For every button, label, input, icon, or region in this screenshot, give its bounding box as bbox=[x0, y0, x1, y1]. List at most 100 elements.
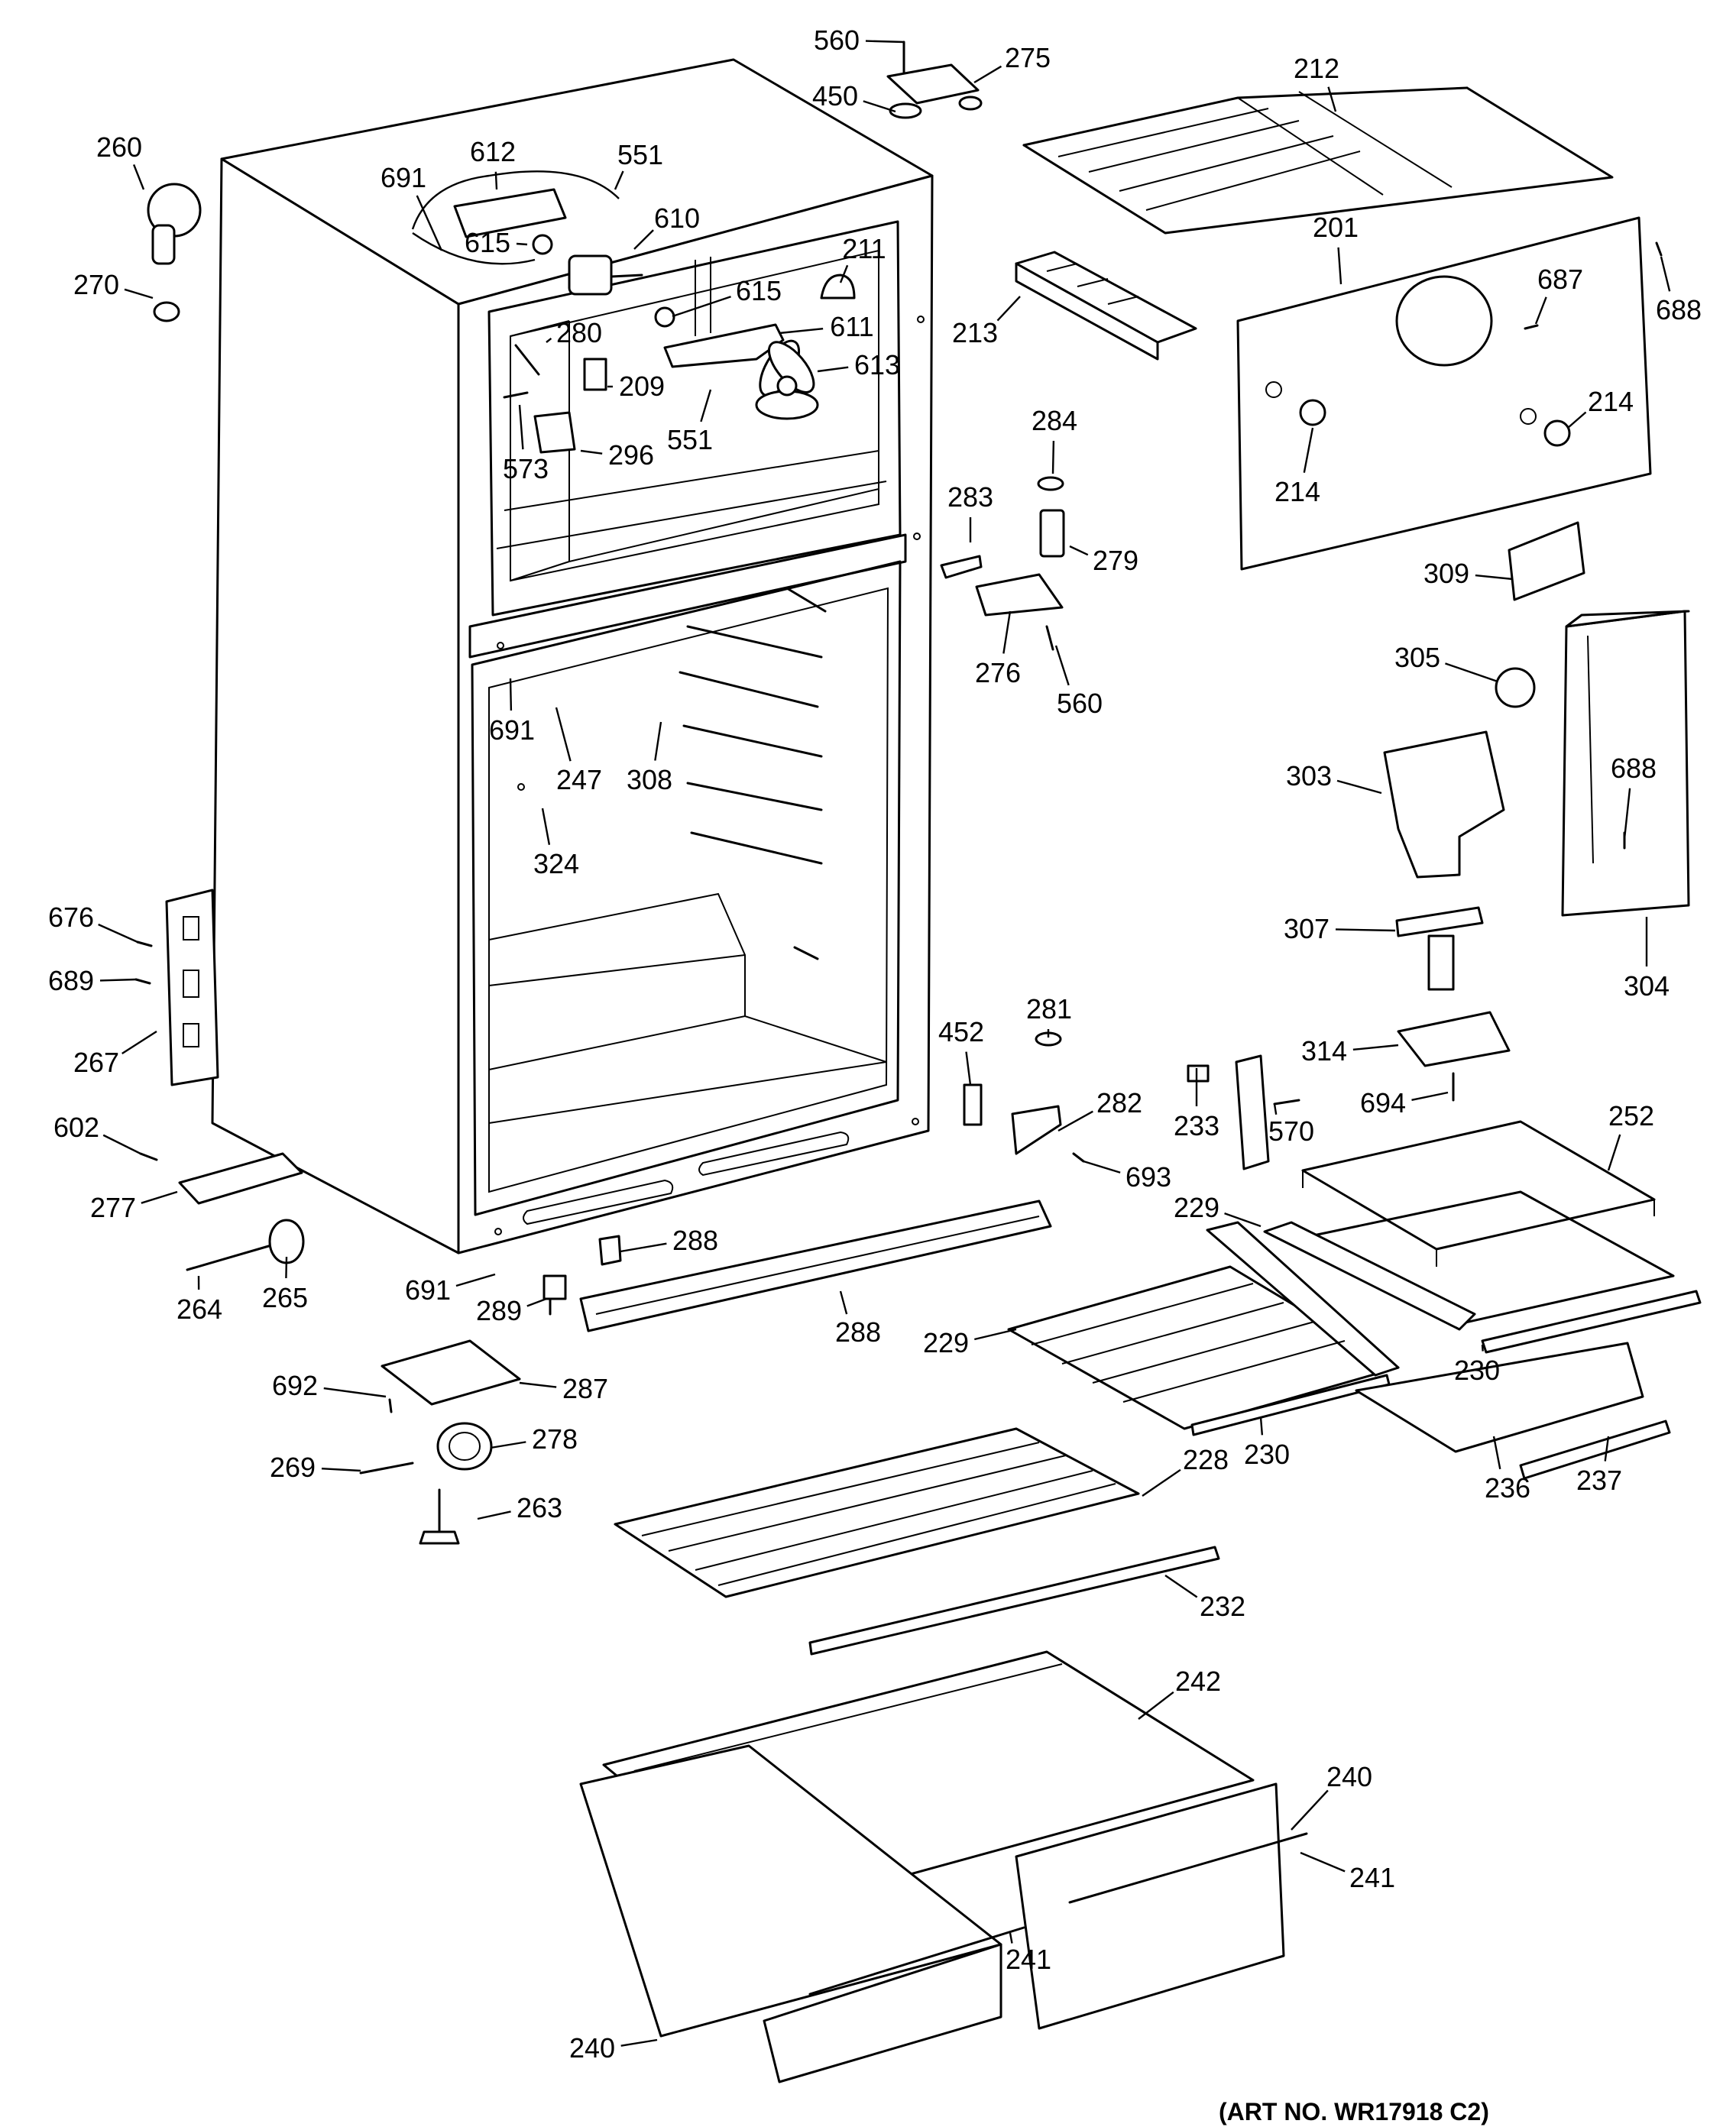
part-number-label: 236 bbox=[1485, 1472, 1530, 1504]
leader-line bbox=[102, 1134, 141, 1155]
part-number-label: 560 bbox=[814, 24, 860, 56]
leader-line bbox=[546, 338, 552, 343]
leader-line bbox=[1224, 1212, 1262, 1228]
leader-line bbox=[865, 40, 905, 44]
part-number-label: 229 bbox=[923, 1327, 969, 1358]
leader-line bbox=[1291, 1789, 1329, 1831]
part-number-label: 450 bbox=[812, 80, 858, 112]
leader-line bbox=[1002, 610, 1012, 654]
leader-line bbox=[99, 978, 137, 982]
part-number-label: 260 bbox=[96, 131, 142, 163]
crisper-cover-support bbox=[1383, 730, 1505, 879]
leader-line bbox=[580, 449, 603, 455]
leader-line bbox=[633, 229, 654, 250]
leader-line bbox=[1335, 928, 1396, 932]
part-number-label: 213 bbox=[952, 317, 998, 348]
leader-line bbox=[1164, 1575, 1198, 1598]
leader-line bbox=[700, 389, 712, 422]
freezer-back-panel bbox=[1236, 216, 1663, 571]
part-number-label: 283 bbox=[947, 481, 993, 513]
leader-line bbox=[1300, 1851, 1346, 1873]
part-number-label: 296 bbox=[608, 439, 654, 471]
part-number-label: 277 bbox=[90, 1192, 136, 1223]
leader-line bbox=[672, 296, 731, 318]
part-number-label: 280 bbox=[556, 317, 602, 348]
leader-line bbox=[1051, 440, 1055, 474]
part-number-label: 314 bbox=[1301, 1035, 1347, 1067]
leader-line bbox=[1567, 411, 1587, 429]
leader-line bbox=[1057, 1110, 1093, 1132]
leader-line bbox=[285, 1256, 288, 1279]
part-number-label: 275 bbox=[1005, 42, 1051, 73]
part-number-label: 688 bbox=[1656, 294, 1702, 325]
leader-line bbox=[1273, 1103, 1278, 1115]
part-number-label: 242 bbox=[1175, 1666, 1221, 1697]
leader-line bbox=[1142, 1468, 1181, 1497]
part-number-label: 691 bbox=[381, 162, 426, 193]
part-number-label: 241 bbox=[1349, 1862, 1395, 1893]
part-number-label: 232 bbox=[1200, 1591, 1245, 1622]
part-number-label: 687 bbox=[1537, 264, 1583, 295]
leader-line bbox=[490, 1441, 526, 1449]
part-number-label: 228 bbox=[1183, 1444, 1229, 1475]
leader-line bbox=[1623, 788, 1631, 840]
leader-line bbox=[519, 1381, 557, 1388]
part-number-label: 309 bbox=[1423, 558, 1469, 589]
leader-line bbox=[974, 1328, 1017, 1341]
part-number-label: 305 bbox=[1394, 642, 1440, 673]
leader-line bbox=[620, 2038, 658, 2047]
part-number-label: 276 bbox=[975, 657, 1021, 688]
part-number-label: 241 bbox=[1006, 1944, 1051, 1975]
label-plate bbox=[1508, 521, 1585, 601]
part-number-label: 212 bbox=[1294, 53, 1339, 84]
leader-line bbox=[839, 264, 849, 283]
top-hinge-assembly bbox=[886, 40, 983, 119]
leader-line bbox=[555, 707, 572, 762]
part-number-label: 240 bbox=[569, 2032, 615, 2064]
leader-line bbox=[973, 65, 1002, 84]
part-number-label: 267 bbox=[73, 1047, 119, 1078]
leader-line bbox=[323, 1387, 387, 1398]
part-number-label: 201 bbox=[1313, 212, 1359, 243]
leader-line bbox=[654, 721, 662, 761]
part-number-label: 284 bbox=[1032, 405, 1077, 436]
leader-line bbox=[1481, 1344, 1484, 1352]
leader-line bbox=[1475, 574, 1514, 581]
tray-part bbox=[1397, 1011, 1511, 1067]
center-hinge-assembly bbox=[940, 476, 1065, 651]
part-number-label: 233 bbox=[1174, 1110, 1219, 1141]
part-number-label: 247 bbox=[556, 764, 602, 795]
leader-line bbox=[1445, 662, 1498, 683]
leader-line bbox=[124, 288, 154, 299]
leader-line bbox=[1009, 1932, 1013, 1944]
leader-line bbox=[817, 366, 849, 373]
dairy-door-part bbox=[1395, 906, 1484, 937]
leader-line bbox=[779, 327, 824, 335]
leader-line bbox=[132, 164, 145, 190]
left-side-parts bbox=[134, 183, 305, 1271]
part-number-label: 691 bbox=[405, 1274, 451, 1306]
part-number-label: 288 bbox=[835, 1316, 881, 1348]
part-number-label: 287 bbox=[562, 1373, 608, 1404]
leader-line bbox=[1303, 427, 1314, 473]
part-number-label: 307 bbox=[1284, 913, 1330, 944]
freezer-wire-shelf bbox=[1022, 86, 1614, 235]
leader-line bbox=[1352, 1044, 1399, 1051]
leader-line bbox=[614, 170, 624, 190]
part-number-label: 693 bbox=[1125, 1161, 1171, 1193]
leader-line bbox=[416, 195, 443, 251]
part-number-label: 602 bbox=[53, 1112, 99, 1143]
part-number-label: 237 bbox=[1576, 1465, 1622, 1496]
leader-line bbox=[1411, 1091, 1449, 1101]
part-number-label: 214 bbox=[1274, 476, 1320, 507]
part-number-label: 282 bbox=[1096, 1087, 1142, 1119]
part-number-label: 612 bbox=[470, 136, 516, 167]
part-number-label: 573 bbox=[503, 453, 549, 484]
part-number-label: 308 bbox=[627, 764, 672, 795]
part-number-label: 613 bbox=[854, 349, 900, 380]
part-number-label: 688 bbox=[1611, 753, 1657, 784]
leader-line bbox=[1069, 545, 1089, 556]
leader-line bbox=[121, 1030, 157, 1055]
leader-line bbox=[98, 923, 138, 944]
